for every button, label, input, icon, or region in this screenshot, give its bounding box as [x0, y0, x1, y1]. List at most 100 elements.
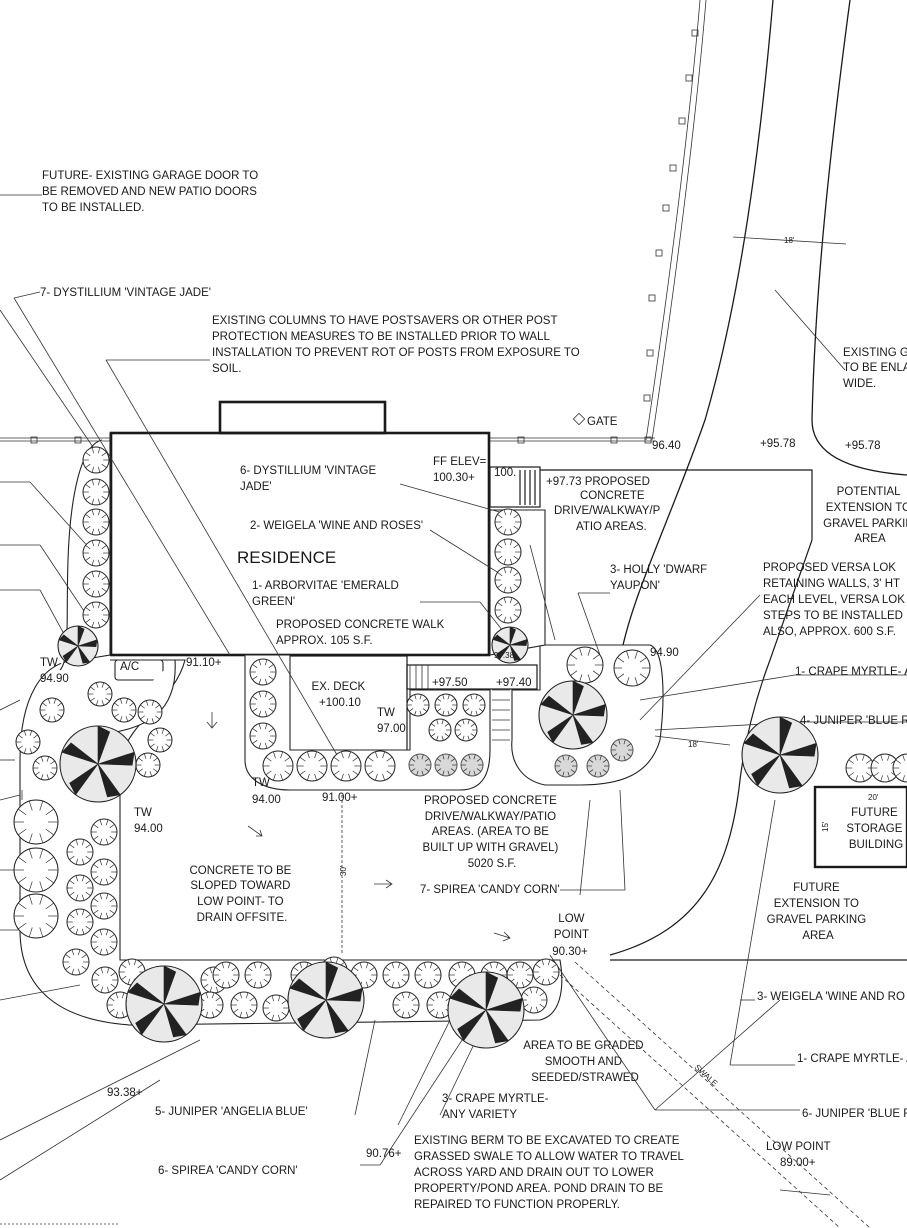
shrub-symbol: [462, 693, 486, 717]
existing-berm-note: EXISTING BERM TO BE EXCAVATED TO CREATE …: [414, 1135, 687, 1211]
shrub-symbol: [82, 539, 110, 567]
crape-3-label: 3- CRAPE MYRTLE- ANY VARIETY: [442, 1093, 552, 1121]
area-graded-note: AREA TO BE GRADED SMOOTH AND SEEDED/STRA…: [523, 1040, 647, 1084]
juniper-4-label: 4- JUNIPER 'BLUE R: [800, 715, 907, 727]
garage-door-note: FUTURE- EXISTING GARAGE DOOR TO BE REMOV…: [42, 170, 261, 214]
shrub-symbol: [135, 752, 161, 778]
ex-deck-label: EX. DECK +100.10: [312, 681, 369, 709]
tw-mid-label: TW 97.00: [377, 707, 406, 735]
shrub-symbol: [566, 646, 604, 684]
leader-lines: [0, 194, 907, 1196]
elev-9738: 97.38: [494, 651, 515, 660]
elev-9100: 91.00+: [322, 792, 358, 804]
elev-9740: +97.40: [496, 677, 532, 689]
proposed-concrete-main-note: PROPOSED CONCRETE DRIVE/WALKWAY/PATIO AR…: [422, 795, 561, 870]
ac-label: A/C: [120, 661, 139, 673]
shrub-symbol: [137, 699, 163, 725]
shrub-symbol: [82, 446, 110, 474]
shrub-symbol: [91, 966, 119, 994]
shrub-symbol: [66, 874, 94, 902]
concrete-sloped-note: CONCRETE TO BE SLOPED TOWARD LOW POINT- …: [189, 865, 294, 924]
shrub-symbol: [90, 858, 118, 886]
shrub-symbol: [13, 799, 59, 845]
shrub-symbol: [613, 649, 651, 687]
elev-9578-b: +95.78: [845, 440, 881, 452]
ff-elev-label: FF ELEV= 100.30+: [433, 456, 490, 484]
tree-symbol: [447, 971, 525, 1049]
shrub-symbol: [244, 961, 272, 989]
juniper-5-label: 5- JUNIPER 'ANGELIA BLUE': [155, 1106, 308, 1118]
spirea-7-label: 7- SPIREA 'CANDY CORN': [420, 884, 560, 896]
swale-label: SWALE: [693, 1063, 720, 1088]
future-storage-label: FUTURE STORAGE BUILDING: [846, 807, 905, 851]
tree-symbol: [741, 716, 819, 794]
tree-symbol: [125, 965, 203, 1043]
dystillium-6-label: 6- DYSTILLIUM 'VINTAGE JADE': [240, 465, 379, 493]
shrub-symbol: [249, 658, 277, 686]
shrub-symbol: [82, 570, 110, 598]
shrub-symbol: [111, 697, 137, 723]
notes: FUTURE- EXISTING GARAGE DOOR TO BE REMOV…: [40, 170, 907, 1211]
shrub-symbol: [249, 690, 277, 718]
shrub-symbol: [414, 961, 442, 989]
columns-note: EXISTING COLUMNS TO HAVE POSTSAVERS OR O…: [212, 315, 583, 375]
elev-9076: 90.76+: [366, 1148, 402, 1160]
shrub-symbol: [494, 596, 522, 624]
weigela-2-label: 2- WEIGELA 'WINE AND ROSES': [250, 520, 423, 532]
shrub-symbol: [66, 908, 94, 936]
dim-18-top: 18': [784, 236, 795, 245]
proposed-concrete-top-note: +97.73 PROPOSED CONCRETE DRIVE/WALKWAY/P…: [546, 476, 663, 533]
shrub-symbol: [262, 750, 294, 782]
tw-9400-a-label: TW 94.00: [252, 777, 281, 806]
elev-9578-a: +95.78: [760, 438, 796, 450]
holly-label: 3- HOLLY 'DWARF YAUPON': [610, 564, 710, 592]
elev-9640: 96.40: [652, 440, 681, 452]
shrub-symbol: [230, 991, 258, 1019]
shrub-symbol: [296, 750, 328, 782]
spirea-6-label: 6- SPIREA 'CANDY CORN': [158, 1165, 298, 1177]
tw-9400-b-label: TW 94.00: [134, 807, 163, 835]
shrub-symbol: [494, 566, 522, 594]
elev-9490-left: 94.90: [40, 673, 69, 685]
shrub-symbol: [90, 892, 118, 920]
shrub-symbol: [845, 753, 875, 783]
shrub-symbol: [434, 693, 458, 717]
arborvitae-label: 1- ARBORVITAE 'EMERALD GREEN': [252, 580, 402, 608]
juniper-6-label: 6- JUNIPER 'BLUE R: [802, 1108, 907, 1120]
future-extension-note: FUTURE EXTENSION TO GRAVEL PARKING AREA: [767, 882, 870, 942]
dim-20: 20': [868, 793, 879, 802]
shrub-symbol: [15, 729, 41, 755]
shrub-symbol: [13, 893, 59, 939]
shrub-symbol: [382, 961, 410, 989]
shrub-symbol: [428, 718, 452, 742]
tree-symbol: [57, 625, 99, 667]
shrub-symbol: [494, 538, 522, 566]
crape-1-top-label: 1- CRAPE MYRTLE- A: [795, 666, 907, 678]
residence-building: [109, 400, 541, 657]
shrub-symbol: [13, 847, 59, 893]
shrub-symbol: [212, 961, 240, 989]
shrub-symbol: [392, 991, 420, 1019]
elev-100: 100.: [494, 467, 516, 479]
shrub-symbols: [13, 446, 907, 1022]
future-storage-building: [813, 785, 907, 869]
shrub-symbol: [82, 601, 110, 629]
elev-9338: 93.38+: [107, 1087, 143, 1099]
shrub-symbol: [32, 755, 58, 781]
tree-symbol: [491, 626, 529, 664]
weigela-3-label: 3- WEIGELA 'WINE AND RO: [757, 991, 905, 1003]
shrub-symbol: [330, 750, 362, 782]
shrub-symbol: [532, 958, 560, 986]
shrub-symbol: [408, 753, 432, 777]
fence-line: [0, 0, 707, 444]
road-edges: [540, 0, 907, 961]
swale-channel: [559, 961, 871, 1228]
elev-9750: +97.50: [432, 677, 468, 689]
shrub-symbol: [520, 986, 548, 1014]
tree-symbol: [287, 961, 365, 1039]
shrub-symbol: [90, 818, 118, 846]
elev-9110: 91.10+: [186, 657, 222, 669]
shrub-symbol: [364, 750, 396, 782]
shrub-symbol: [87, 681, 113, 707]
shrub-symbol: [586, 754, 610, 778]
